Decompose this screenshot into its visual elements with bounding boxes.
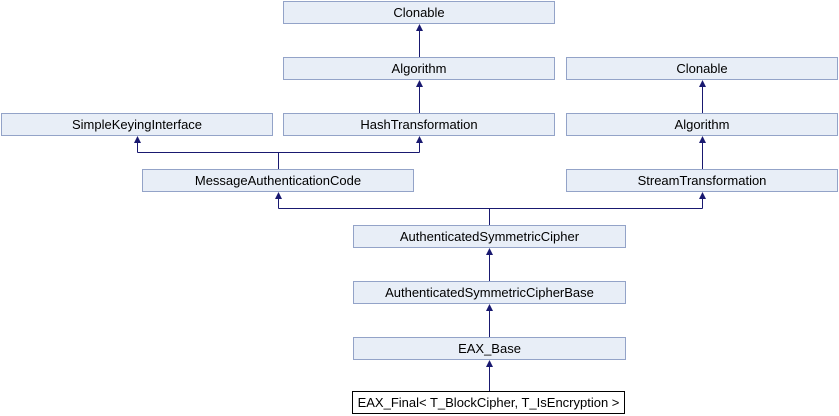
class-node-clonable-left[interactable]: Clonable [283, 1, 555, 24]
inheritance-arrow-streamtransformation-to-algorithm [699, 136, 706, 169]
class-node-eax-final-current: EAX_Final< T_BlockCipher, T_IsEncryption… [352, 391, 625, 414]
inheritance-arrow-ascbase-to-asc [486, 248, 493, 281]
class-node-algorithm-left[interactable]: Algorithm [283, 57, 555, 80]
class-node-message-authentication-code[interactable]: MessageAuthenticationCode [142, 169, 414, 192]
class-node-authenticated-symmetric-cipher[interactable]: AuthenticatedSymmetricCipher [353, 225, 626, 248]
class-node-hash-transformation[interactable]: HashTransformation [283, 113, 555, 136]
class-node-eax-base[interactable]: EAX_Base [353, 337, 626, 360]
inheritance-arrow-asc-to-bases [275, 192, 706, 225]
class-node-simple-keying-interface[interactable]: SimpleKeyingInterface [1, 113, 273, 136]
inheritance-arrow-algorithm-to-clonable-left [416, 24, 423, 57]
class-node-authenticated-symmetric-cipher-base[interactable]: AuthenticatedSymmetricCipherBase [353, 281, 626, 304]
inheritance-arrow-mac-to-bases [134, 136, 423, 169]
class-node-stream-transformation[interactable]: StreamTransformation [566, 169, 838, 192]
inheritance-arrow-hashtransformation-to-algorithm [416, 80, 423, 113]
inheritance-arrow-eaxfinal-to-eaxbase [486, 360, 493, 391]
class-node-algorithm-right[interactable]: Algorithm [566, 113, 838, 136]
inheritance-arrow-algorithm-to-clonable-right [699, 80, 706, 113]
inheritance-arrow-eaxbase-to-ascbase [486, 304, 493, 337]
class-node-clonable-right[interactable]: Clonable [566, 57, 838, 80]
